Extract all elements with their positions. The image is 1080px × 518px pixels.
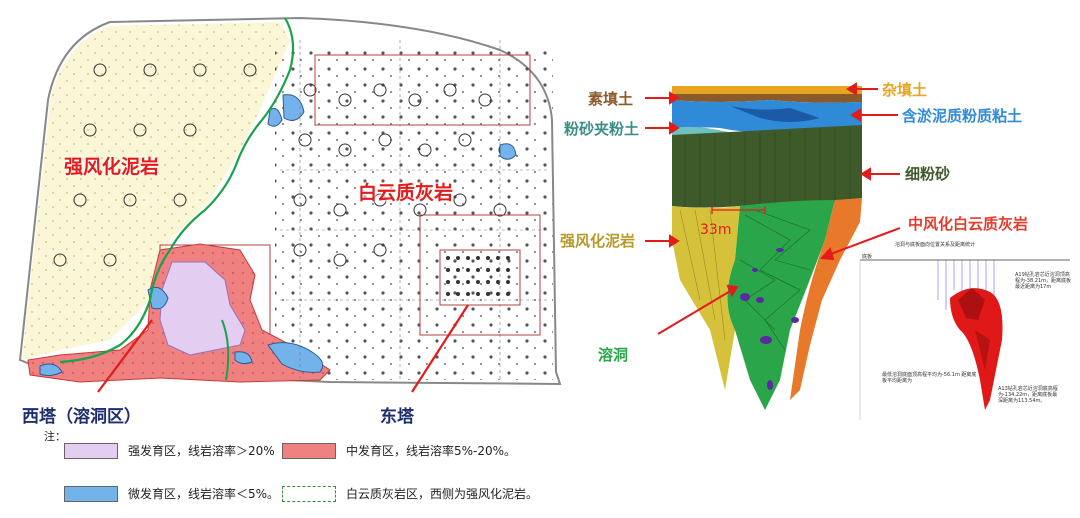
section-drawing: [645, 82, 1070, 420]
legend-label-dolomite: 白云质灰岩区，西侧为强风化泥岩。: [346, 487, 539, 501]
cave-blobs: [740, 248, 799, 390]
legend-item-strong: 强发育区，线岩溶率＞20%: [64, 442, 275, 459]
label-misc-fill: 杂填土: [882, 81, 928, 99]
inset-title: 溶洞与底板面向位置关系及距离统计: [895, 242, 976, 248]
label-silty-clay: 含淤泥质粉质粘土: [902, 107, 1023, 125]
inset-note-top: A19钻孔岩芯近溶洞顶高程为-38.21m，距离底板最近距离为17m: [1015, 272, 1071, 290]
legend-note: 注：: [44, 430, 66, 443]
inset-chart: [859, 259, 1070, 420]
west-tower-arrow: [97, 319, 153, 393]
inset-axis-label: 底板: [862, 254, 873, 260]
legend-label-strong: 强发育区，线岩溶率＞20%: [128, 444, 275, 458]
label-silt-sand: 粉砂夹粉土: [564, 120, 640, 138]
legend-item-weak: 微发育区，线岩溶率＜5%。: [64, 485, 279, 502]
label-strong-mudstone: 强风化泥岩: [560, 232, 636, 250]
legend-swatch-weak: [64, 485, 118, 502]
inset-cave-mass: [950, 288, 1003, 410]
legend-swatch-medium: [282, 442, 336, 459]
site-plan: 强风化泥岩 白云质灰岩 西塔（溶洞区） 东塔: [0, 0, 565, 432]
boring-markers: [53, 63, 512, 267]
label-cave: 溶洞: [598, 346, 629, 364]
legend-swatch-dolomite: [282, 485, 336, 502]
inset-note-bottom: A13钻孔岩芯近溶洞底高程为-134.22m，距离底板最深距离为113.54m。: [998, 386, 1058, 404]
weak-zones: [39, 94, 517, 377]
legend-item-dolomite: 白云质灰岩区，西侧为强风化泥岩。: [282, 485, 538, 502]
legend-label-weak: 微发育区，线岩溶率＜5%。: [128, 487, 280, 501]
east-tower-arrow: [411, 304, 469, 393]
site-plan-drawing: [18, 16, 562, 393]
east-rock-label: 白云质灰岩: [358, 182, 454, 204]
label-depth: 33m: [700, 222, 732, 238]
label-fine-sand: 细粉砂: [905, 165, 951, 183]
label-mid-dolomite: 中风化白云质灰岩: [908, 215, 1029, 233]
west-tower-label: 西塔（溶洞区）: [22, 407, 141, 427]
east-tower-piles: [446, 256, 510, 296]
legend-item-medium: 中发育区，线岩溶率5%-20%。: [282, 442, 516, 459]
east-tower-label: 东塔: [380, 407, 414, 427]
legend-label-medium: 中发育区，线岩溶率5%-20%。: [346, 444, 517, 458]
rock-boundary-line: [59, 17, 295, 364]
label-plain-fill: 素填土: [588, 90, 634, 108]
geological-section: 素填土 杂填土 含淤泥质粉质粘土 粉砂夹粉土 细粉砂 中风化白云质灰岩 强风化泥…: [560, 0, 1080, 518]
inset-note-mid: 最低溶洞底面顶高程平均为-56.1m 距离底板平均距离为: [882, 372, 977, 384]
west-rock-label: 强风化泥岩: [64, 156, 160, 178]
legend-swatch-strong: [64, 442, 118, 459]
